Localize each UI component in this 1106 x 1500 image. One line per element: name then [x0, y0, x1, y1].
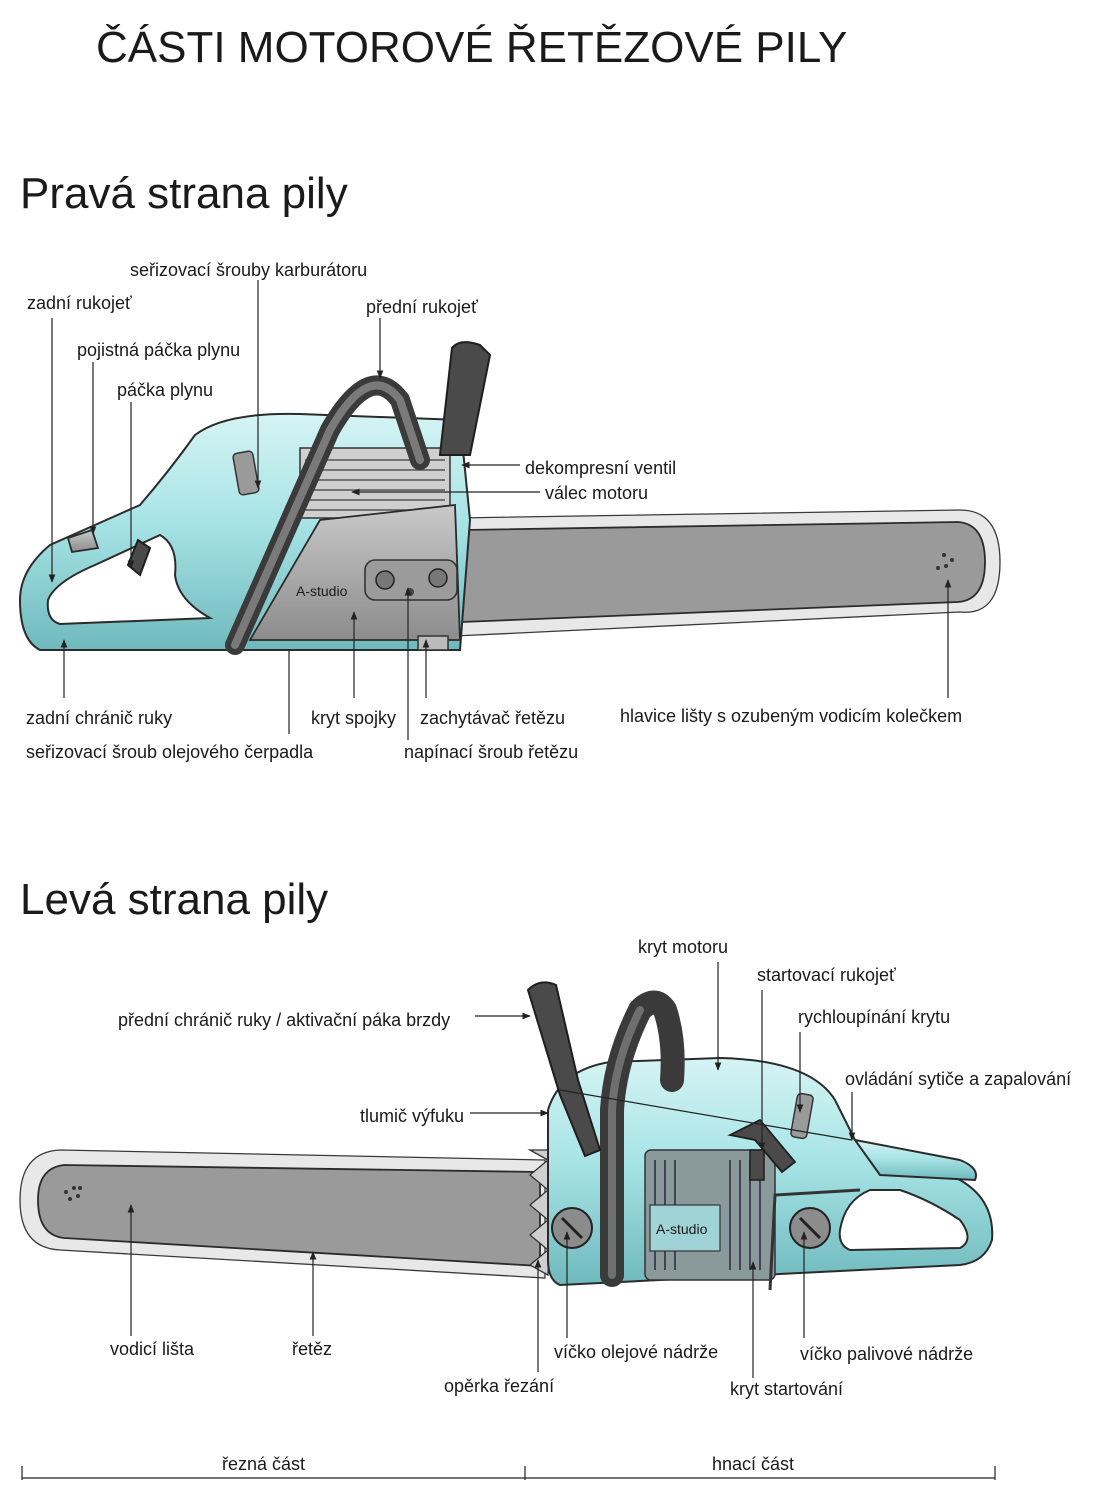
label-quick-release: rychloupínání krytu	[798, 1007, 950, 1027]
label-throttle: páčka plynu	[117, 380, 213, 400]
right-side-heading: Pravá strana pily	[20, 169, 348, 218]
front-hand-guard	[438, 341, 492, 456]
label-rear-handle: zadní rukojeť	[27, 293, 132, 313]
label-bumper: opěrka řezání	[444, 1376, 554, 1396]
label-guide-bar: vodicí lišta	[110, 1339, 195, 1359]
label-cutting-part: řezná část	[222, 1454, 305, 1474]
label-bar-nose: hlavice lišty s ozubeným vodicím kolečke…	[620, 706, 962, 726]
label-oil-cap: víčko olejové nádrže	[554, 1342, 718, 1362]
label-starter-cover: kryt startování	[730, 1379, 843, 1399]
label-starter-handle: startovací rukojeť	[757, 965, 896, 985]
right-labels: seřizovací šrouby karburátoru zadní ruko…	[26, 260, 962, 762]
guide-bar	[461, 521, 986, 623]
chainsaw-left-illustration: A-studio	[19, 981, 994, 1291]
label-muffler: tlumič výfuku	[360, 1106, 464, 1126]
section-bracket: řezná část hnací část	[21, 1454, 996, 1480]
logo-text-left: A-studio	[656, 1221, 708, 1237]
label-clutch-cover: kryt spojky	[311, 708, 396, 728]
rear-handle-hole-left	[838, 1189, 969, 1252]
label-cylinder: válec motoru	[545, 483, 648, 503]
label-throttle-lock: pojistná páčka plynu	[77, 340, 240, 360]
starter-cover: A-studio	[644, 1149, 776, 1281]
label-carb-screws: seřizovací šrouby karburátoru	[130, 260, 367, 280]
rear-handle-grip-hole	[46, 533, 214, 626]
label-oil-pump-screw: seřizovací šroub olejového čerpadla	[26, 742, 314, 762]
left-labels: kryt motoru startovací rukojeť přední ch…	[110, 937, 1071, 1399]
label-front-guard: přední chránič ruky / aktivační páka brz…	[118, 1010, 450, 1030]
left-side-heading: Levá strana pily	[20, 875, 328, 924]
label-engine-cover: kryt motoru	[638, 937, 728, 957]
label-fuel-cap: víčko palivové nádrže	[800, 1344, 973, 1364]
label-chain: řetěz	[292, 1339, 332, 1359]
label-front-handle: přední rukojeť	[366, 297, 478, 317]
label-chain-catcher: zachytávač řetězu	[420, 708, 565, 728]
label-chain-tension: napínací šroub řetězu	[404, 742, 578, 762]
page-title: ČÁSTI MOTOROVÉ ŘETĚZOVÉ PILY	[96, 22, 847, 72]
throttle-lock	[66, 528, 100, 554]
front-hand-guard-left	[526, 981, 602, 1158]
label-rear-guard: zadní chránič ruky	[26, 708, 172, 728]
guide-bar-left	[37, 1164, 541, 1267]
label-drive-part: hnací část	[712, 1454, 794, 1474]
label-decomp-valve: dekompresní ventil	[525, 458, 676, 478]
logo-text: A-studio	[296, 583, 348, 599]
label-choke: ovládání sytiče a zapalování	[845, 1069, 1071, 1089]
